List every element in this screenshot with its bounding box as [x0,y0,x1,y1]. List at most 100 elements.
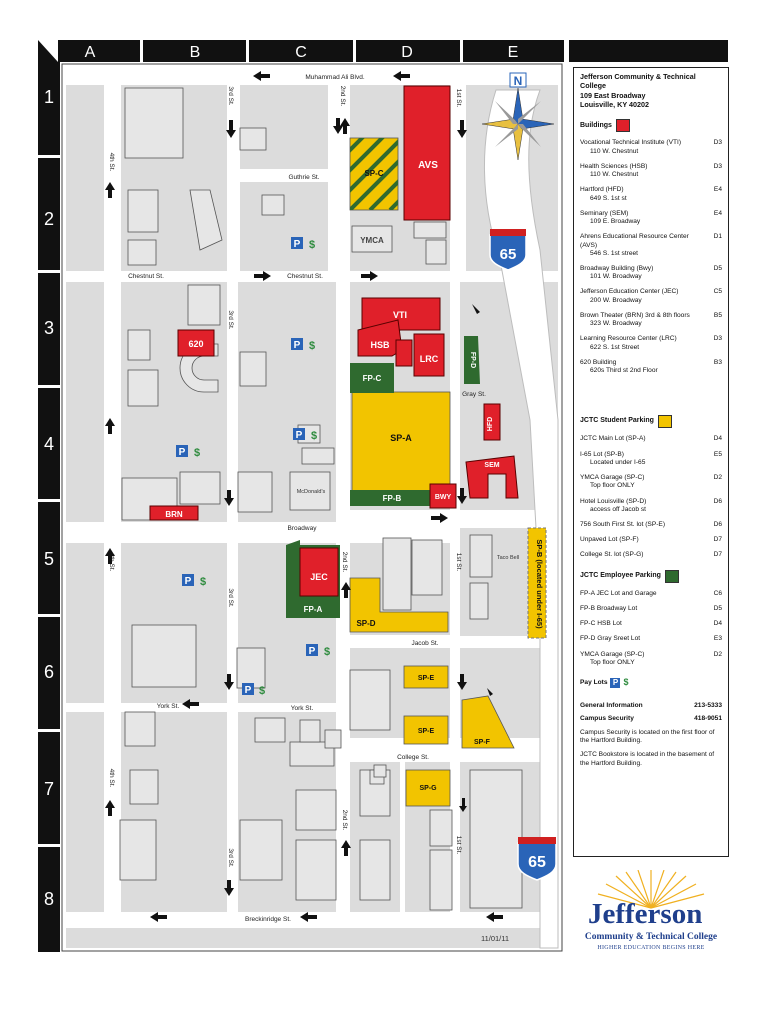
legend-item: Jefferson Education Center (JEC)200 W. B… [580,288,722,304]
legend-address-line-2: Louisville, KY 40202 [580,100,649,110]
street-gray: Gray St. [462,391,486,398]
label-620: 620 [188,339,203,349]
street-1st-lower: 1st St. [455,836,462,855]
legend-item-grid-ref: D2 [713,474,722,482]
ymca-building [351,225,393,253]
lot-sp-e-1 [403,665,449,689]
svg-text:$: $ [200,576,206,588]
label-hfd: HFD [487,417,494,431]
legend-item-grid-ref: D3 [713,335,722,343]
legend-item-name: College St. lot (SP-G) [580,551,644,559]
legend-item: JCTC Main Lot (SP-A)D4 [580,435,722,443]
building-bwy [429,483,457,509]
legend-address-line-1: 109 East Broadway [580,90,646,100]
row-label-2: 2 [44,209,54,229]
map-date: 11/01/11 [481,934,509,943]
building-color-swatch [615,119,630,133]
label-ymca: YMCA [360,236,384,245]
street-2nd-upper: 2nd St. [339,86,346,107]
corner-notch [38,40,58,62]
building-brn [149,505,199,521]
legend-item-name: Broadway Building (Bwy) [580,265,654,273]
legend-item-address: Top floor ONLY [590,658,635,666]
legend-item-grid-ref: D5 [713,265,722,273]
lot-sp-e-2 [403,715,449,745]
svg-text:$: $ [194,447,200,459]
column-header-bar [38,40,728,62]
logo-subtitle: Community & Technical College [584,932,718,942]
pay-dollar-icon: $ [623,677,629,688]
legend-item-grid-ref: E4 [713,186,722,194]
compass-rose-icon: N [481,72,555,161]
label-sp-b: SP-B (located under I-65) [535,539,544,629]
student-parking-lots [349,137,547,807]
legend-item-name: Jefferson Education Center (JEC) [580,288,679,296]
building-lrc [413,333,445,377]
legend-item-name: FP-B Broadway Lot [580,604,638,612]
row-header-bar [38,62,60,952]
label-brn: BRN [165,510,183,519]
legend-item-name: Health Sciences (HSB) [580,162,648,170]
svg-text:P: P [294,239,301,250]
street-3rd-mid: 3rd St. [227,310,234,329]
legend-item-grid-ref: D6 [713,497,722,505]
label-sp-g: SP-G [419,785,437,792]
legend-item-name: 620 Building [580,358,617,366]
legend-item-grid-ref: D3 [713,162,722,170]
street-broadway: Broadway [288,525,318,532]
legend-item-name: I-65 Lot (SP-B) [580,450,624,458]
interstate-shield-icon: 65 [489,229,527,271]
street-jacob: Jacob St. [411,640,438,647]
legend-item-name: Unpaved Lot (SP-F) [580,536,639,544]
svg-text:P: P [179,447,186,458]
svg-text:P: P [245,685,252,696]
student-parking-swatch [657,415,672,429]
legend-item-name: Brown Theater (BRN) 3rd & 8th floors [580,311,690,319]
legend-item-address: 110 W. Chestnut [590,147,639,155]
label-bwy: BWY [435,494,452,501]
legend-item: Ahrens Educational Resource Center (AVS)… [580,233,722,258]
street-1st-mid: 1st St. [455,553,462,572]
legend-item-name: FP-C HSB Lot [580,620,622,628]
legend-item-address: access off Jacob st [590,505,646,513]
legend-item-address: 622 S. 1st Street [590,343,640,351]
lot-fp-c [350,363,394,393]
label-fp-b: FP-B [383,494,402,503]
legend-item-grid-ref: E5 [713,450,722,458]
pay-lot-markers: P$ P$ P$ P$ P$ P$ P$ [176,237,330,697]
legend-item: 756 South First St. lot (SP-E)D6 [580,521,722,529]
svg-text:P: P [185,576,192,587]
col-label-a: A [85,44,96,61]
legend-item-grid-ref: D2 [713,650,722,658]
legend-item-grid-ref: D5 [713,604,722,612]
interstate-shield-icon: 65 [517,837,557,881]
col-label-e: E [508,44,519,61]
legend-item-name: FP-A JEC Lot and Garage [580,589,657,597]
label-sp-a: SP-A [390,433,412,443]
label-avs: AVS [418,160,438,171]
svg-text:$: $ [324,646,330,658]
building-sem [465,455,519,499]
row-label-3: 3 [44,318,54,338]
label-hsb: HSB [370,340,390,350]
col-label-d: D [401,44,413,61]
street-3rd-lower: 3rd St. [227,588,234,607]
legend-item-address: 323 W. Broadway [590,320,642,328]
lot-sp-a [351,391,451,493]
legend-item-address: 110 W. Chestnut [590,171,639,179]
compass-north-label: N [514,74,523,88]
legend-item-name: Ahrens Educational Resource Center (AVS) [580,233,689,249]
street-guthrie: Guthrie St. [288,174,319,181]
legend-item-address: 620s Third st 2nd Floor [590,367,658,375]
map-legend: Jefferson Community & Technical College … [573,67,729,857]
legend-item-name: Seminary (SEM) [580,209,629,217]
label-fp-d: FP-D [469,352,476,368]
label-fp-c: FP-C [363,374,382,383]
